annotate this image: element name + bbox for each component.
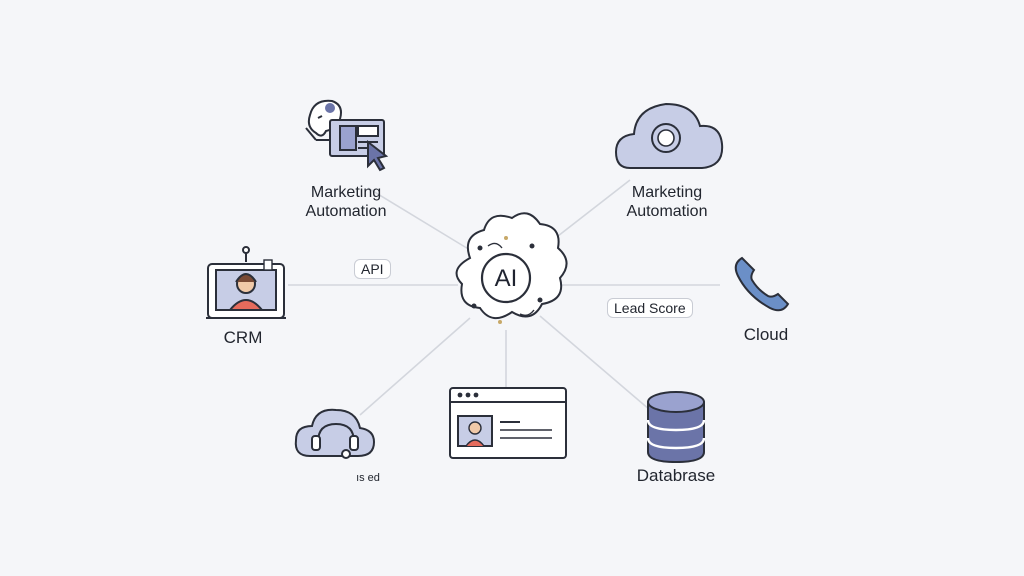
crm-monitor-person-icon: [206, 246, 286, 319]
api-connector-label: API: [354, 259, 391, 279]
automation-screen-cursor-icon: [305, 99, 389, 172]
cloud-label: Cloud: [743, 325, 789, 344]
lead-score-connector-label: Lead Score: [607, 298, 693, 318]
ai-hub-label: AI: [494, 265, 518, 292]
connector-database: [539, 315, 651, 411]
browser-profile-window-icon: [449, 387, 567, 459]
marketing-right-line1: Marketing: [631, 184, 703, 201]
crm-label: CRM: [223, 328, 263, 347]
marketing-right-line2: Automation: [626, 203, 708, 220]
phone-icon: [734, 256, 790, 312]
connector-bottom-left: [359, 317, 471, 416]
connector-marketing-left: [367, 187, 471, 251]
database-label: Databrase: [636, 466, 716, 485]
marketing-left-line2: Automation: [305, 203, 387, 220]
marketing-automation-right-label: Marketing Automation: [607, 183, 727, 221]
marketing-automation-left-label: Marketing Automation: [286, 183, 406, 221]
bottom-left-label: ıs ed: [356, 472, 380, 484]
database-icon: [646, 391, 706, 464]
ai-hub-icon: [455, 212, 568, 324]
cloud-icon: [614, 102, 724, 169]
marketing-left-line1: Marketing: [310, 184, 382, 201]
cloud-headset-icon: [294, 408, 376, 459]
